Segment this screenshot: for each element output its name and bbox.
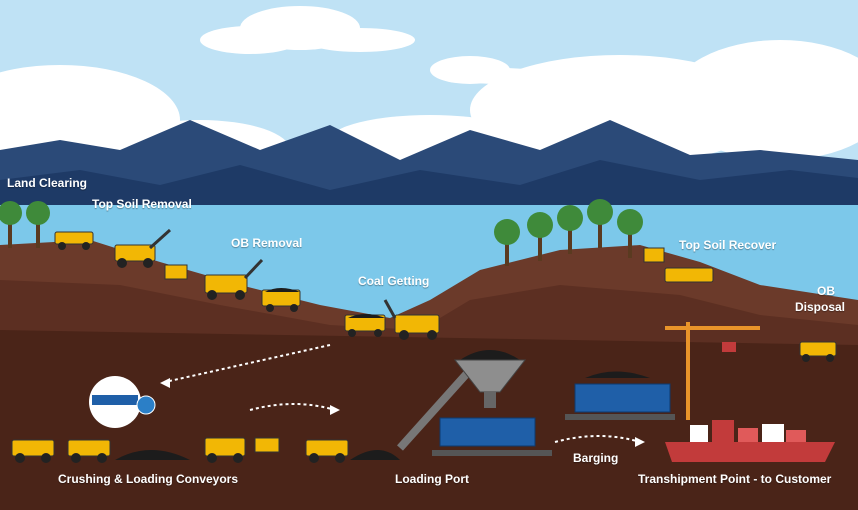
label-land-clearing: Land Clearing [7, 176, 88, 190]
label-coal-getting: Coal Getting [358, 274, 430, 288]
flow-arrows [164, 344, 641, 443]
loading-conveyor [397, 367, 473, 451]
label-ob-disposal-line1: OB [817, 284, 835, 298]
label-top-soil-removal: Top Soil Removal [92, 197, 192, 211]
crane-container [722, 342, 736, 352]
label-ob-disposal-line2: Disposal [795, 300, 846, 314]
machinery [11, 228, 837, 457]
hopper [453, 359, 527, 393]
label-crushing-loading: Crushing & Loading Conveyors [58, 472, 239, 486]
trees [0, 199, 643, 266]
crusher-roller [136, 395, 156, 415]
wheels [15, 242, 834, 463]
rail-wagons [432, 383, 675, 456]
crusher-conveyor [92, 395, 138, 405]
port-crane [665, 322, 760, 420]
label-ob-removal: OB Removal [231, 236, 303, 250]
coal-piles [115, 288, 650, 460]
label-transhipment: Transhipment Point - to Customer [638, 472, 832, 486]
label-barging: Barging [573, 451, 619, 465]
ship [665, 420, 835, 462]
label-loading-port: Loading Port [395, 472, 469, 486]
arrow-heads [160, 378, 645, 447]
label-top-soil-recover: Top Soil Recover [679, 238, 777, 252]
